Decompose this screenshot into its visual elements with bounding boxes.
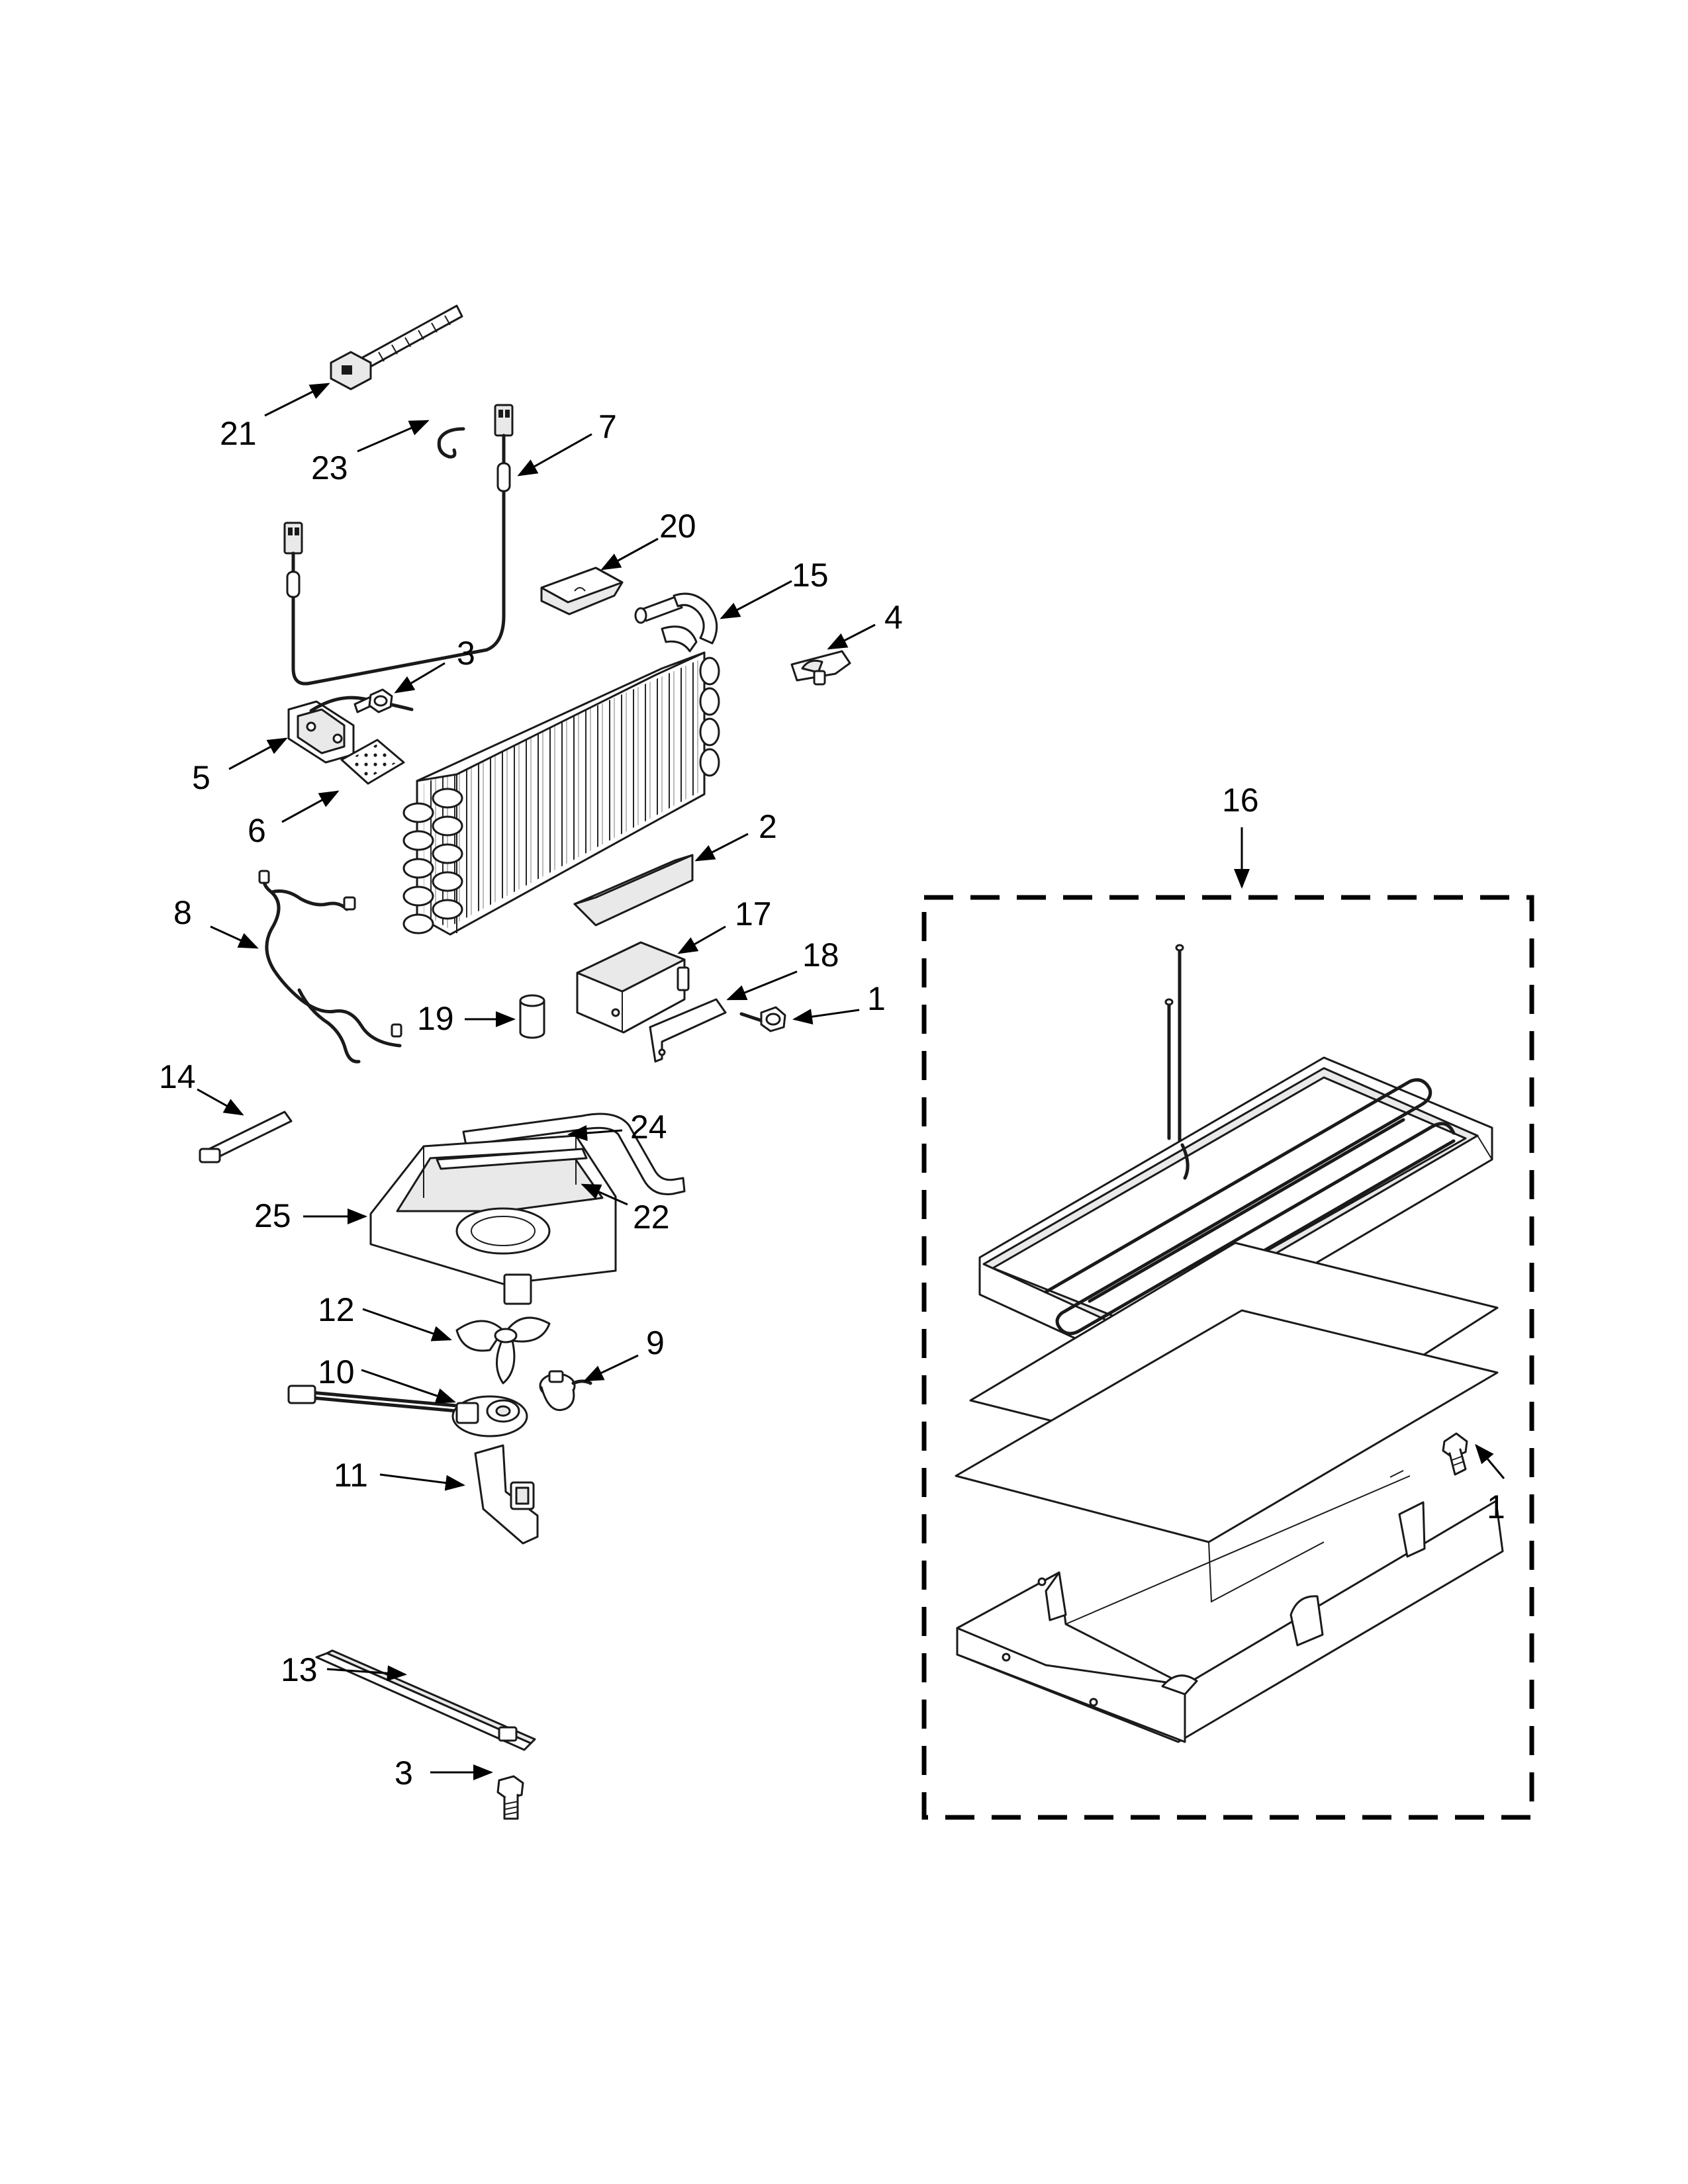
callout-16: 16 bbox=[1222, 782, 1259, 819]
callout-23: 23 bbox=[311, 449, 348, 486]
wire-harness-part bbox=[258, 870, 402, 1064]
motor-mount-part bbox=[474, 1444, 539, 1545]
suction-tubing-part bbox=[634, 592, 718, 653]
mounting-bracket-part bbox=[287, 696, 414, 764]
channel-strip-part bbox=[315, 1649, 536, 1751]
callout-1-middle: 1 bbox=[867, 980, 886, 1017]
callout-18: 18 bbox=[802, 936, 839, 974]
sheet-shadow bbox=[1208, 1541, 1325, 1603]
insulation-pad-part bbox=[540, 567, 624, 615]
callout-1-kit: 1 bbox=[1487, 1488, 1505, 1525]
mounting-box-part bbox=[576, 941, 690, 1034]
callout-21: 21 bbox=[220, 415, 257, 452]
fan-blade-part bbox=[455, 1316, 551, 1385]
callout-11: 11 bbox=[334, 1457, 368, 1494]
callout-25: 25 bbox=[254, 1197, 291, 1234]
callout-6: 6 bbox=[248, 812, 266, 849]
screw-part bbox=[353, 688, 393, 713]
callout-5: 5 bbox=[192, 759, 211, 796]
callout-24: 24 bbox=[630, 1109, 667, 1146]
callout-12: 12 bbox=[318, 1291, 355, 1328]
callout-10: 10 bbox=[318, 1353, 355, 1390]
sensor-wire-part bbox=[283, 404, 514, 686]
heater-leads bbox=[1164, 944, 1184, 1147]
evaporator-coil bbox=[402, 651, 720, 936]
callout-13: 13 bbox=[281, 1651, 318, 1688]
screw-part-3 bbox=[496, 1775, 524, 1820]
fan-housing-part bbox=[369, 1134, 617, 1305]
callout-2: 2 bbox=[759, 808, 777, 845]
callout-22: 22 bbox=[633, 1199, 670, 1236]
kit-16-frame bbox=[921, 895, 1534, 1820]
callout-3-lower: 3 bbox=[395, 1754, 413, 1792]
callout-15: 15 bbox=[792, 557, 829, 594]
drain-heater-part bbox=[462, 1113, 686, 1196]
heater-pad-part bbox=[340, 739, 405, 785]
cover-plate-part bbox=[649, 998, 727, 1063]
cable-tie-part bbox=[330, 304, 463, 390]
fan-motor-part bbox=[287, 1385, 528, 1437]
tube-clip-part bbox=[790, 650, 851, 686]
callout-20: 20 bbox=[659, 508, 696, 545]
motor-bracket-part bbox=[539, 1370, 592, 1412]
drain-trough-part bbox=[573, 854, 694, 927]
screw-part-4 bbox=[1442, 1432, 1468, 1476]
callout-8: 8 bbox=[173, 894, 192, 931]
callout-3-upper: 3 bbox=[457, 635, 475, 672]
callout-4: 4 bbox=[884, 599, 903, 636]
callout-19: 19 bbox=[417, 1000, 454, 1037]
callout-9: 9 bbox=[646, 1324, 665, 1361]
clip-part bbox=[437, 427, 465, 459]
callout-7: 7 bbox=[598, 408, 617, 445]
leader-arrows bbox=[197, 383, 1505, 1780]
foil-sheet-part bbox=[955, 1309, 1499, 1543]
cylinder-part bbox=[519, 994, 545, 1039]
callout-labels: 21 23 7 20 15 4 3 5 6 2 8 17 18 1 19 14 … bbox=[159, 408, 1505, 1792]
callout-17: 17 bbox=[735, 895, 772, 933]
screw-part-2 bbox=[739, 1006, 786, 1032]
callout-14: 14 bbox=[159, 1058, 196, 1095]
drain-pan-part bbox=[978, 1056, 1493, 1369]
temperature-sensor-part bbox=[199, 1111, 293, 1163]
lower-tray-part bbox=[956, 1470, 1504, 1743]
